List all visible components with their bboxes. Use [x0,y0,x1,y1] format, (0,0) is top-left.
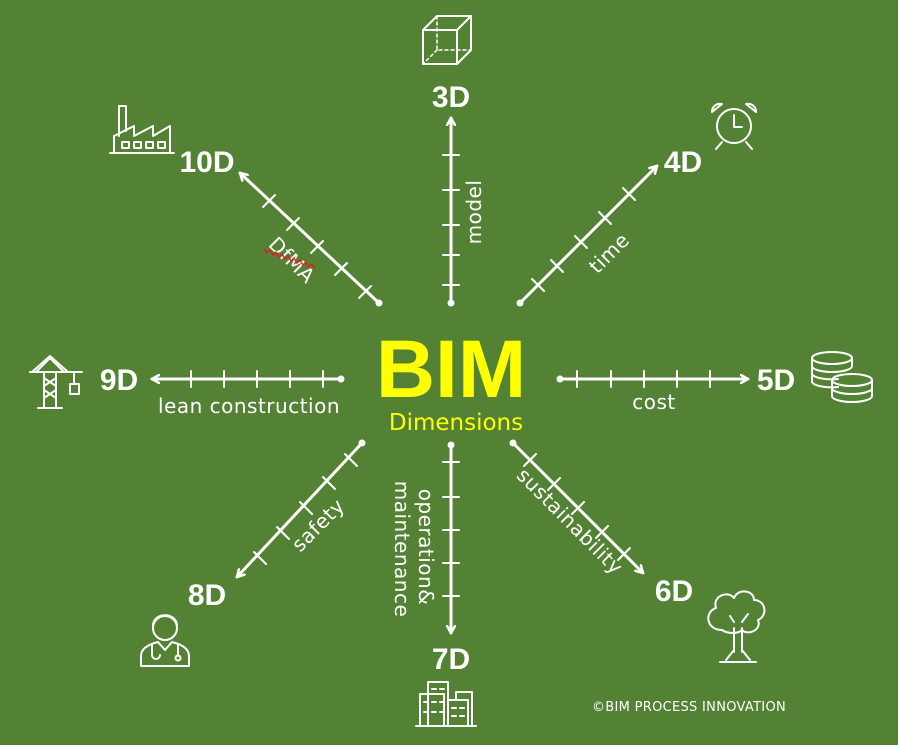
axis-3d-ticks [442,154,460,286]
axis-6d-ticks [523,453,631,561]
axis-6d-origin [509,439,517,447]
axis-7d: operation& maintenance 7D [390,441,477,727]
dim-label-5d: 5D [757,364,795,397]
axis-label-cost: cost [632,390,676,414]
axis-6d: sustainability 6D [509,439,766,663]
axis-10d-origin [375,299,383,307]
coins-icon [811,351,873,403]
axis-label-sustainability: sustainability [512,463,628,579]
axis-10d-line [238,171,381,305]
title-dimensions: Dimensions [389,410,523,436]
buildings-icon [415,681,477,727]
axis-3d-origin [447,299,455,307]
copyright-notice: ©BIM PROCESS INNOVATION [592,700,786,715]
cube-icon [422,15,472,65]
axis-label-operation: operation& [414,489,438,606]
spellcheck-underline [263,247,316,270]
axis-label-model: model [462,180,486,245]
crane-icon [29,355,83,409]
dim-label-4d: 4D [664,146,702,179]
factory-icon [109,105,175,154]
axis-10d-ticks [262,194,372,299]
dim-label-8d: 8D [188,579,226,612]
dim-label-6d: 6D [655,575,693,608]
axis-4d: time 4D [516,102,757,307]
axis-4d-line [518,164,659,305]
axis-7d-origin [447,441,455,449]
title-bim: BIM [376,324,526,415]
axis-5d: cost 5D [556,351,873,414]
axis-label-time: time [584,228,634,278]
doctor-icon [140,614,190,667]
axis-9d: lean construction 9D [29,355,345,418]
dim-label-9d: 9D [100,364,138,397]
axis-9d-origin [337,375,345,383]
axis-5d-origin [556,375,564,383]
alarm-clock-icon [711,102,757,150]
axis-label-lean-construction: lean construction [158,394,340,418]
axis-8d-ticks [253,453,358,565]
dim-label-10d: 10D [179,146,234,179]
axis-9d-ticks [190,370,324,388]
axis-label-safety: safety [287,494,350,557]
axis-10d: DfMA 10D [109,105,383,307]
tree-icon [707,590,766,663]
axis-8d: safety 8D [140,439,366,667]
axis-8d-origin [358,439,366,447]
axis-7d-ticks [442,461,460,597]
axis-5d-ticks [576,370,711,388]
axis-label-maintenance: maintenance [390,481,414,618]
axis-4d-origin [516,299,524,307]
dim-label-7d: 7D [432,643,470,676]
dim-label-3d: 3D [432,81,470,114]
axis-4d-ticks [531,187,636,292]
axis-3d: model 3D [422,15,486,307]
